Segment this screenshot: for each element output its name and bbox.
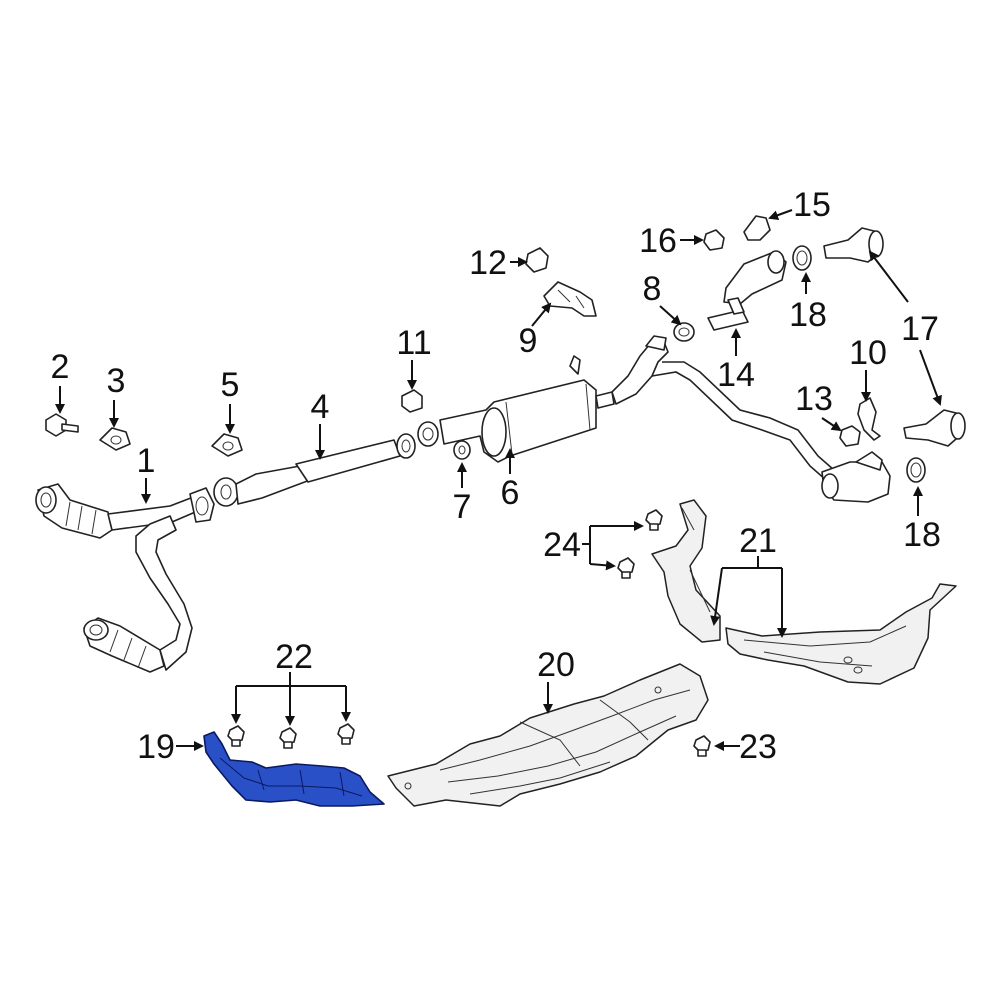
callout-5: 5 [221,366,240,404]
resonator-part-14 [707,250,787,331]
bracket-part-15 [743,215,771,241]
callout-4: 4 [311,388,330,426]
front-y-pipe-catalytic-converter [35,483,215,673]
hanger-part-10 [857,397,881,441]
bolt-part-22-right [337,723,355,745]
flange-gasket [417,421,439,447]
clamp-part-18-upper [792,245,812,271]
isolator-part-16 [703,229,725,251]
callout-6: 6 [501,474,520,512]
clamp-part-18-lower [906,457,926,483]
heat-shield-part-19-highlighted [203,731,385,807]
tail-pipe-assembly [611,335,891,503]
callout-labels: 1 2 3 4 5 6 7 8 9 10 11 12 13 14 15 16 1… [51,186,941,766]
bolt-part-24-lower [617,557,635,579]
gasket-part-3 [99,427,131,451]
bolt-part-22-left [227,725,245,747]
callout-18-upper: 18 [789,296,827,334]
bolt-part-22-middle [279,727,297,749]
callout-23: 23 [739,728,777,766]
clamp-part-11 [401,389,423,413]
callout-3: 3 [107,362,126,400]
callout-12: 12 [469,244,507,282]
muffler [439,355,615,463]
heat-shield-part-21 [651,499,957,685]
callout-19: 19 [137,728,175,766]
leader-lines [55,209,942,751]
hanger-part-9 [543,281,597,317]
callout-2: 2 [51,348,70,386]
callout-8: 8 [643,270,662,308]
bolt-part-23 [693,735,711,757]
callout-20: 20 [537,646,575,684]
clamp-part-8 [673,322,695,342]
callout-21: 21 [739,522,777,560]
bolt-part-2 [45,413,79,437]
callout-17: 17 [901,310,939,348]
callout-24: 24 [543,526,581,564]
isolator-part-12 [525,247,549,273]
callout-7: 7 [453,488,472,526]
callout-1: 1 [137,442,156,480]
callout-22: 22 [275,638,313,676]
exhaust-tip-lower [903,409,966,447]
callout-18-lower: 18 [903,516,941,554]
callout-10: 10 [849,334,887,372]
callout-15: 15 [793,186,831,224]
callout-14: 14 [717,356,755,394]
callout-11: 11 [396,324,431,362]
callout-13: 13 [795,380,833,418]
gasket-part-5 [211,433,243,457]
heat-shield-part-20 [387,663,709,807]
bolt-part-24-upper [645,509,663,531]
isolator-part-13 [839,425,861,447]
callout-16: 16 [639,222,677,260]
intermediate-pipe [213,433,416,507]
nut-part-7 [453,440,471,460]
callout-9: 9 [519,322,538,360]
